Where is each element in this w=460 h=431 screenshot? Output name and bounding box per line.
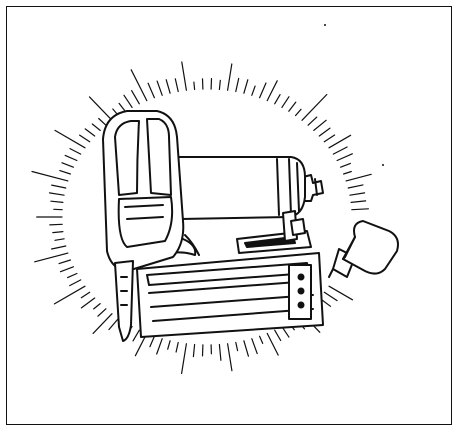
- shine-ray: [54, 129, 86, 149]
- shine-ray: [61, 162, 75, 168]
- illustration-frame: [6, 6, 452, 425]
- pneumatic-nailer-icon: [102, 110, 324, 342]
- shine-ray: [50, 200, 64, 203]
- shine-ray: [175, 341, 179, 353]
- shine-ray: [52, 231, 64, 234]
- shine-ray: [192, 343, 196, 358]
- shine-ray: [181, 61, 187, 91]
- shine-ray: [345, 173, 372, 182]
- shine-ray: [48, 192, 65, 196]
- shine-ray: [227, 343, 233, 372]
- shine-ray: [274, 329, 282, 342]
- shine-ray: [340, 162, 351, 168]
- shine-ray: [251, 85, 256, 96]
- shine-ray: [343, 170, 352, 175]
- shine-ray: [266, 80, 278, 102]
- shine-ray: [274, 93, 281, 105]
- shine-ray: [259, 82, 267, 99]
- shine-ray: [332, 146, 348, 155]
- shine-ray: [58, 259, 72, 265]
- shine-ray: [281, 96, 290, 109]
- shine-ray: [66, 272, 78, 279]
- shine-ray: [78, 134, 91, 143]
- shine-ray: [156, 80, 163, 96]
- shine-ray: [174, 78, 179, 93]
- maintenance-illustration: [31, 24, 399, 375]
- shine-ray: [351, 208, 369, 211]
- shine-ray: [318, 127, 331, 137]
- shine-ray: [347, 184, 364, 189]
- shine-ray: [130, 69, 148, 102]
- shine-ray: [350, 200, 367, 203]
- shine-ray: [88, 96, 113, 121]
- shine-ray: [64, 154, 78, 162]
- shine-ray: [132, 329, 140, 342]
- shine-ray: [349, 192, 366, 196]
- shine-ray: [34, 252, 69, 263]
- shine-ray: [149, 335, 155, 348]
- shine-ray: [193, 81, 196, 91]
- shine-ray: [294, 108, 302, 117]
- shine-ray: [69, 148, 82, 155]
- shine-ray: [218, 79, 221, 91]
- shine-ray: [251, 338, 258, 355]
- shine-ray: [118, 102, 126, 112]
- shine-ray: [59, 266, 75, 273]
- shine-ray: [80, 291, 91, 299]
- shine-ray: [181, 343, 187, 375]
- speck-marks: [324, 24, 384, 166]
- shine-ray: [54, 238, 65, 241]
- shine-ray: [80, 297, 96, 309]
- shine-ray: [50, 245, 67, 250]
- shine-ray: [84, 128, 96, 137]
- shine-ray: [69, 279, 82, 287]
- shine-ray: [156, 338, 163, 355]
- shine-ray: [323, 291, 338, 302]
- shine-ray: [31, 170, 69, 182]
- shine-ray: [288, 101, 297, 112]
- shine-ray: [97, 308, 107, 317]
- shine-ray: [51, 184, 67, 189]
- shine-ray: [235, 341, 239, 352]
- shine-ray: [235, 77, 240, 93]
- shine-ray: [147, 82, 155, 99]
- shine-ray: [91, 123, 101, 132]
- shine-ray: [227, 63, 233, 91]
- shine-ray: [167, 340, 171, 350]
- shine-ray: [98, 117, 107, 126]
- shine-ray: [123, 94, 133, 109]
- shine-ray: [59, 170, 72, 175]
- shine-ray: [328, 285, 354, 301]
- shine-ray: [328, 134, 352, 149]
- shine-ray: [53, 285, 86, 305]
- shine-ray: [130, 89, 140, 105]
- shine-ray: [323, 134, 336, 143]
- oil-bottle-icon: [328, 220, 399, 278]
- shine-ray: [259, 335, 264, 344]
- shine-ray: [313, 119, 327, 132]
- shine-ray: [108, 317, 120, 331]
- shine-ray: [243, 79, 249, 94]
- shine-ray: [218, 343, 222, 361]
- shine-ray: [266, 332, 279, 356]
- shine-ray: [49, 223, 63, 226]
- shine-ray: [336, 153, 353, 162]
- shine-ray: [92, 313, 113, 334]
- shine-ray: [243, 340, 249, 357]
- shine-ray: [307, 116, 318, 126]
- shine-ray: [93, 303, 101, 310]
- shine-ray: [301, 93, 328, 121]
- shine-ray: [165, 79, 171, 94]
